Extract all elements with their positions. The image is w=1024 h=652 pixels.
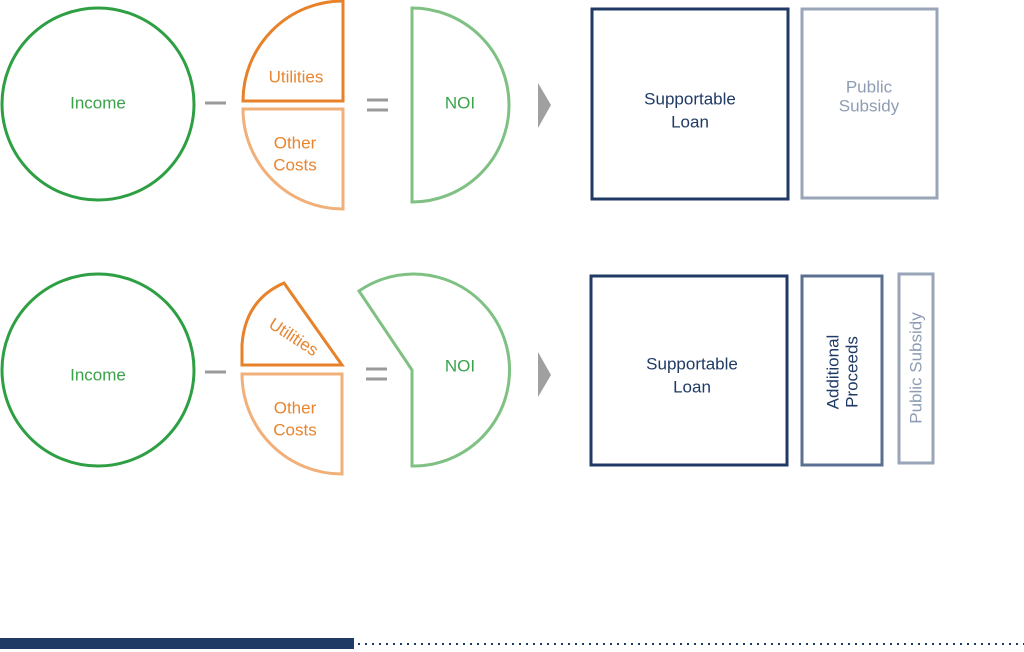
other-costs-label-line2: Costs [273, 155, 316, 174]
footer-bar-solid [0, 638, 354, 649]
supportable-loan-label-line1: Supportable [644, 89, 736, 108]
utilities-wedge [240, 281, 345, 367]
noi-half-circle [410, 6, 511, 204]
utilities-label: Utilities [265, 314, 321, 360]
public-subsidy-box [897, 272, 935, 465]
supportable-loan-label-line2: Loan [671, 112, 709, 131]
other-costs-wedge [241, 107, 345, 211]
utilities-wedge [241, 0, 345, 103]
row-2: Income Utilities Other Costs NOI Support… [0, 272, 935, 476]
arrow-right-icon [538, 83, 551, 128]
supportable-loan-label-line1: Supportable [646, 354, 738, 373]
supportable-loan-box [589, 274, 789, 467]
row-1: Income Utilities Other Costs NOI Support… [0, 0, 939, 211]
footer-progress-bar [0, 638, 1024, 649]
other-costs-label-line1: Other [274, 133, 317, 152]
utilities-label: Utilities [269, 67, 324, 86]
public-subsidy-label-line1: Public [846, 77, 893, 96]
income-circle [0, 272, 196, 468]
arrow-right-icon [538, 352, 551, 397]
public-subsidy-label-line2: Subsidy [839, 96, 900, 115]
income-label: Income [70, 93, 126, 112]
supportable-loan-label-line2: Loan [673, 377, 711, 396]
additional-proceeds-box [800, 274, 884, 467]
additional-proceeds-label-line1: Additional [823, 335, 842, 410]
other-costs-label-line2: Costs [273, 420, 316, 439]
income-label: Income [70, 365, 126, 384]
public-subsidy-label: Public Subsidy [906, 312, 925, 424]
income-circle [0, 6, 196, 202]
other-costs-wedge [240, 372, 344, 476]
noi-pac-shape [356, 272, 512, 468]
noi-label: NOI [445, 93, 475, 112]
other-costs-label-line1: Other [274, 398, 317, 417]
noi-label: NOI [445, 356, 475, 375]
supportable-loan-box [590, 7, 790, 201]
public-subsidy-box [800, 7, 939, 200]
additional-proceeds-label-line2: Proceeds [842, 336, 861, 408]
